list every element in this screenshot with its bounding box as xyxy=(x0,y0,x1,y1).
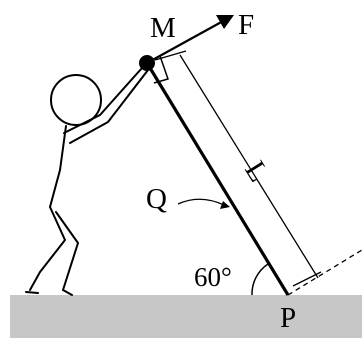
figure-foot xyxy=(25,291,39,294)
label-angle: 60° xyxy=(194,262,232,292)
ground xyxy=(10,295,362,338)
force-arrowhead xyxy=(216,15,234,29)
dimension-tick-bottom xyxy=(292,271,322,287)
pole-pointer-arrowhead xyxy=(220,201,230,209)
label-p: P xyxy=(280,302,296,334)
length-dimension xyxy=(154,50,322,287)
pole xyxy=(145,62,290,296)
dashed-extension xyxy=(287,249,363,296)
right-angle-marker xyxy=(153,55,169,84)
force-arrow-shaft xyxy=(146,19,226,64)
dimension-line xyxy=(179,54,319,279)
pole-pointer xyxy=(177,198,225,206)
stick-figure xyxy=(25,67,149,296)
figure-arm-lower xyxy=(69,69,149,144)
angle-arc xyxy=(251,263,269,296)
figure-arm-upper xyxy=(63,67,143,134)
label-m: M xyxy=(150,12,176,44)
label-l: L xyxy=(238,156,275,188)
figure-torso xyxy=(49,125,67,208)
figure-leg-left xyxy=(29,206,66,291)
figure-head xyxy=(50,74,102,126)
label-f: F xyxy=(238,9,254,41)
point-m xyxy=(139,55,155,71)
figure-leg-right xyxy=(55,211,79,296)
label-q: Q xyxy=(146,183,167,215)
